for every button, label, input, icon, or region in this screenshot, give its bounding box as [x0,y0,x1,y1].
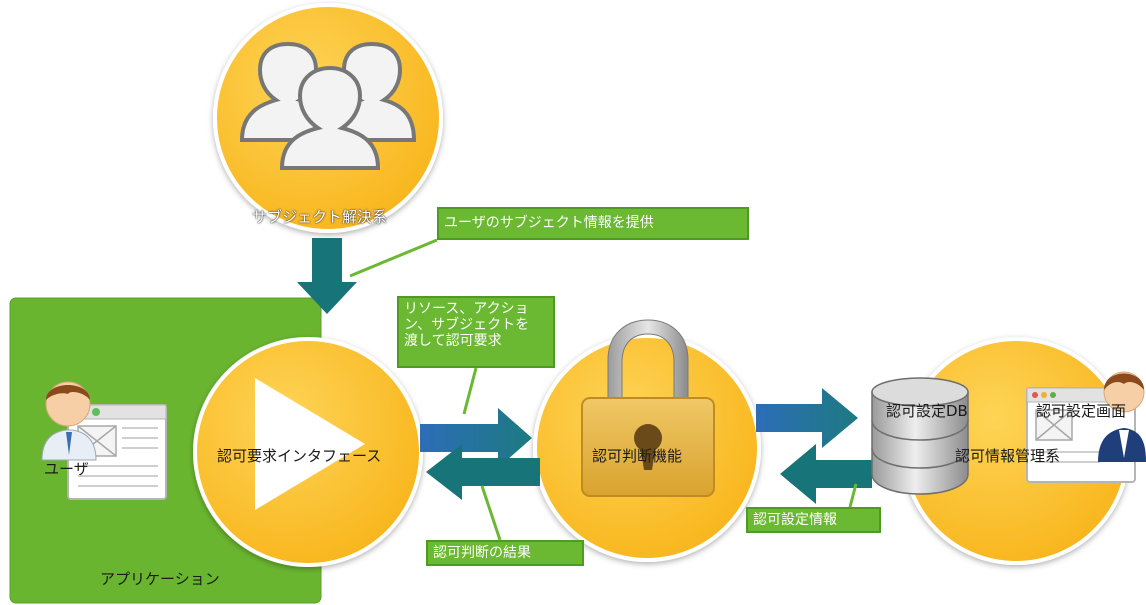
auth-db-label: 認可設定DB [886,402,968,420]
application-label: アプリケーション [100,570,220,588]
auth-screen-label: 認可設定画面 [1036,402,1127,420]
subject-callout-connector [349,238,438,278]
auth-info-mgmt-label: 認可情報管理系 [955,447,1061,465]
lock-icon [581,319,715,497]
settings-info-callout: 認可設定情報 [746,507,881,533]
auth-decision-label: 認可判断機能 [592,447,683,465]
request-callout-line: リソース、アクショ [404,301,529,317]
user-label: ユーザ [44,460,89,478]
down-arrow [297,238,357,314]
result-callout: 認可判断の結果 [426,540,584,566]
auth-request-label: 認可要求インタフェース [217,447,382,465]
subject-info-callout: ユーザのサブジェクト情報を提供 [437,207,749,240]
request-callout: リソース、アクショ ン、サブジェクトを 渡して認可要求 [397,296,555,368]
play-icon [255,378,365,510]
request-arrow [420,408,532,468]
request-callout-line: ン、サブジェクトを [404,317,530,333]
request-callout-line: 渡して認可要求 [404,333,502,349]
db-to-decision-arrow [780,444,872,504]
user-person-icon [41,381,100,461]
subject-resolver-label: サブジェクト解決系 [252,208,388,226]
decision-to-db-arrow [756,388,858,448]
result-arrow [426,444,540,500]
user-group-icon [239,41,417,170]
database-icon [871,377,969,495]
admin-person-icon [1098,371,1146,462]
